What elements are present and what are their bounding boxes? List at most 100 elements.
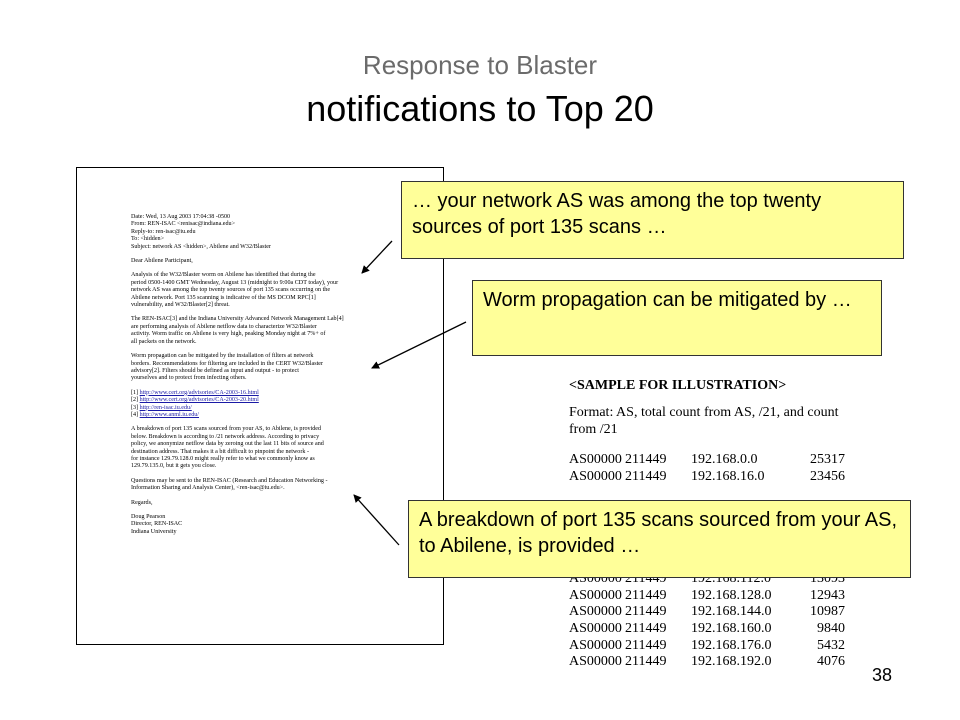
network-cell: 192.168.128.0 — [691, 587, 772, 603]
count-cell: 25317 — [810, 452, 845, 467]
arrow-line — [361, 240, 393, 274]
slide-title-line1: Response to Blaster — [362, 50, 598, 80]
as-cell: AS00000 — [569, 587, 622, 603]
ref-link[interactable]: http://www.cert.org/advisories/CA-2003-1… — [139, 389, 259, 396]
total-cell: 211449 — [625, 452, 667, 467]
count-cell: 9840 — [817, 620, 845, 636]
network-cell: 192.168.16.0 — [691, 468, 765, 484]
network-cell: 192.168.0.0 — [691, 452, 758, 467]
as-cell: AS00000 — [569, 604, 622, 620]
email-text-line: borders. Recommendations for filtering a… — [131, 360, 323, 367]
email-text-line: below. Breakdown is according to /21 net… — [131, 433, 320, 440]
email-paragraph: Analysis of the W32/Blaster worm on Abil… — [131, 272, 435, 309]
email-text-line: Analysis of the W32/Blaster worm on Abil… — [131, 272, 316, 279]
callout-top-twenty: … your network AS was among the top twen… — [401, 181, 904, 259]
email-text-line: all packets on the network. — [131, 338, 197, 345]
email-text-line: destination address. That makes it a bit… — [131, 448, 309, 455]
total-cell: 211449 — [625, 637, 667, 653]
email-header: Date: Wed, 13 Aug 2003 17:04:38 -0500 Fr… — [131, 214, 435, 251]
email-text-line: Information Sharing and Analysis Center)… — [131, 485, 285, 492]
email-header-line: Reply-to: ren-isac@iu.edu — [131, 228, 196, 235]
total-cell: 211449 — [625, 604, 667, 620]
email-header-line: To: <hidden> — [131, 236, 165, 243]
email-text-line: The REN-ISAC[3] and the Indiana Universi… — [131, 316, 344, 323]
email-text-line: advisory[2]. Filters should be defined a… — [131, 367, 299, 374]
page-number: 38 — [872, 665, 893, 685]
email-document: Date: Wed, 13 Aug 2003 17:04:38 -0500 Fr… — [76, 167, 444, 645]
email-header-line: Date: Wed, 13 Aug 2003 17:04:38 -0500 — [131, 214, 231, 220]
count-cell: 4076 — [817, 654, 845, 670]
ref-number: [1] — [131, 389, 139, 396]
email-paragraph: Worm propagation can be mitigated by the… — [131, 353, 435, 383]
email-paragraph: Questions may be sent to the REN-ISAC (R… — [131, 478, 435, 493]
network-cell: 192.168.192.0 — [691, 654, 772, 670]
network-cell: 192.168.176.0 — [691, 637, 772, 653]
ref-number: [2] — [131, 397, 139, 404]
email-text-line: for instance 129.79.128.0 might really r… — [131, 455, 315, 462]
network-cell: 192.168.144.0 — [691, 604, 772, 620]
count-cell: 23456 — [810, 468, 845, 484]
network-cell: 192.168.160.0 — [691, 620, 772, 636]
arrow-line — [371, 321, 467, 369]
as-cell: AS00000 — [569, 468, 622, 484]
email-text-line: Abilene network. Port 135 scanning is in… — [131, 294, 316, 301]
ref-number: [3] — [131, 404, 139, 411]
count-cell: 10987 — [810, 604, 845, 620]
email-paragraph: A breakdown of port 135 scans sourced fr… — [131, 426, 435, 470]
total-cell: 211449 — [625, 587, 667, 603]
email-text-line: activity. Worm traffic on Abilene is ver… — [131, 331, 326, 338]
email-header-line: From: REN-ISAC <renisac@indiana.edu> — [131, 221, 236, 228]
slide-title-line2: notifications to Top 20 — [306, 88, 654, 129]
ref-link[interactable]: http://www.cert.org/advisories/CA-2003-2… — [139, 397, 259, 404]
as-cell: AS00000 — [569, 654, 622, 670]
email-ref-line: [1] http://www.cert.org/advisories/CA-20… — [131, 390, 435, 397]
email-text-line: network AS was among the top twenty sour… — [131, 287, 331, 294]
email-text-line: vulnerability, and W32/Blaster[2] threat… — [131, 302, 230, 309]
count-cell: 5432 — [817, 637, 845, 653]
as-cell: AS00000 — [569, 620, 622, 636]
count-cell: 12943 — [810, 587, 845, 603]
ref-number: [4] — [131, 411, 139, 418]
email-text-line: are performing analysis of Abilene netfl… — [131, 323, 317, 330]
email-text-line: A breakdown of port 135 scans sourced fr… — [131, 426, 322, 433]
email-text-line: 129.79.135.0, but it gets you close. — [131, 463, 217, 470]
as-cell: AS00000 — [569, 637, 622, 653]
total-cell: 211449 — [625, 468, 667, 484]
total-cell: 211449 — [625, 620, 667, 636]
as-cell: AS00000 — [569, 452, 622, 467]
sample-heading: <SAMPLE FOR ILLUSTRATION> — [569, 378, 787, 393]
email-ref-line: [3] http://ren-isac.iu.edu/ — [131, 405, 435, 412]
sample-format: Format: AS, total count from AS, /21, an… — [569, 405, 839, 437]
email-greeting: Dear Abilene Participant, — [131, 258, 193, 265]
email-references: [1] http://www.cert.org/advisories/CA-20… — [131, 390, 435, 420]
callout-worm-propagation: Worm propagation can be mitigated by … — [472, 280, 882, 356]
email-text-line: yourselves and to protect from infecting… — [131, 375, 247, 382]
ref-link[interactable]: http://www.anml.iu.edu/ — [139, 411, 199, 418]
email-text-line: Worm propagation can be mitigated by the… — [131, 353, 314, 360]
arrow-line — [353, 494, 400, 546]
email-signature: Doug Pearson Director, REN-ISAC Indiana … — [131, 514, 435, 536]
sample-table: <SAMPLE FOR ILLUSTRATION> Format: AS, to… — [569, 378, 859, 671]
email-text-line: Questions may be sent to the REN-ISAC (R… — [131, 477, 328, 484]
email-header-line: Subject: network AS <hidden>, Abilene an… — [131, 243, 271, 250]
total-cell: 211449 — [625, 654, 667, 670]
email-paragraph: The REN-ISAC[3] and the Indiana Universi… — [131, 316, 435, 346]
signature-line: Indiana University — [131, 528, 177, 535]
email-text-line: policy, we anonymize netflow data by zer… — [131, 441, 324, 448]
email-ref-line: [4] http://www.anml.iu.edu/ — [131, 412, 435, 419]
email-text-line: period 0500-1400 GMT Wednesday, August 1… — [131, 279, 339, 286]
signature-line: Doug Pearson — [131, 514, 166, 520]
callout-breakdown: A breakdown of port 135 scans sourced fr… — [408, 500, 911, 578]
email-closing: Regards, — [131, 499, 153, 506]
ref-link[interactable]: http://ren-isac.iu.edu/ — [139, 404, 192, 411]
signature-line: Director, REN-ISAC — [131, 521, 183, 528]
email-ref-line: [2] http://www.cert.org/advisories/CA-20… — [131, 397, 435, 404]
